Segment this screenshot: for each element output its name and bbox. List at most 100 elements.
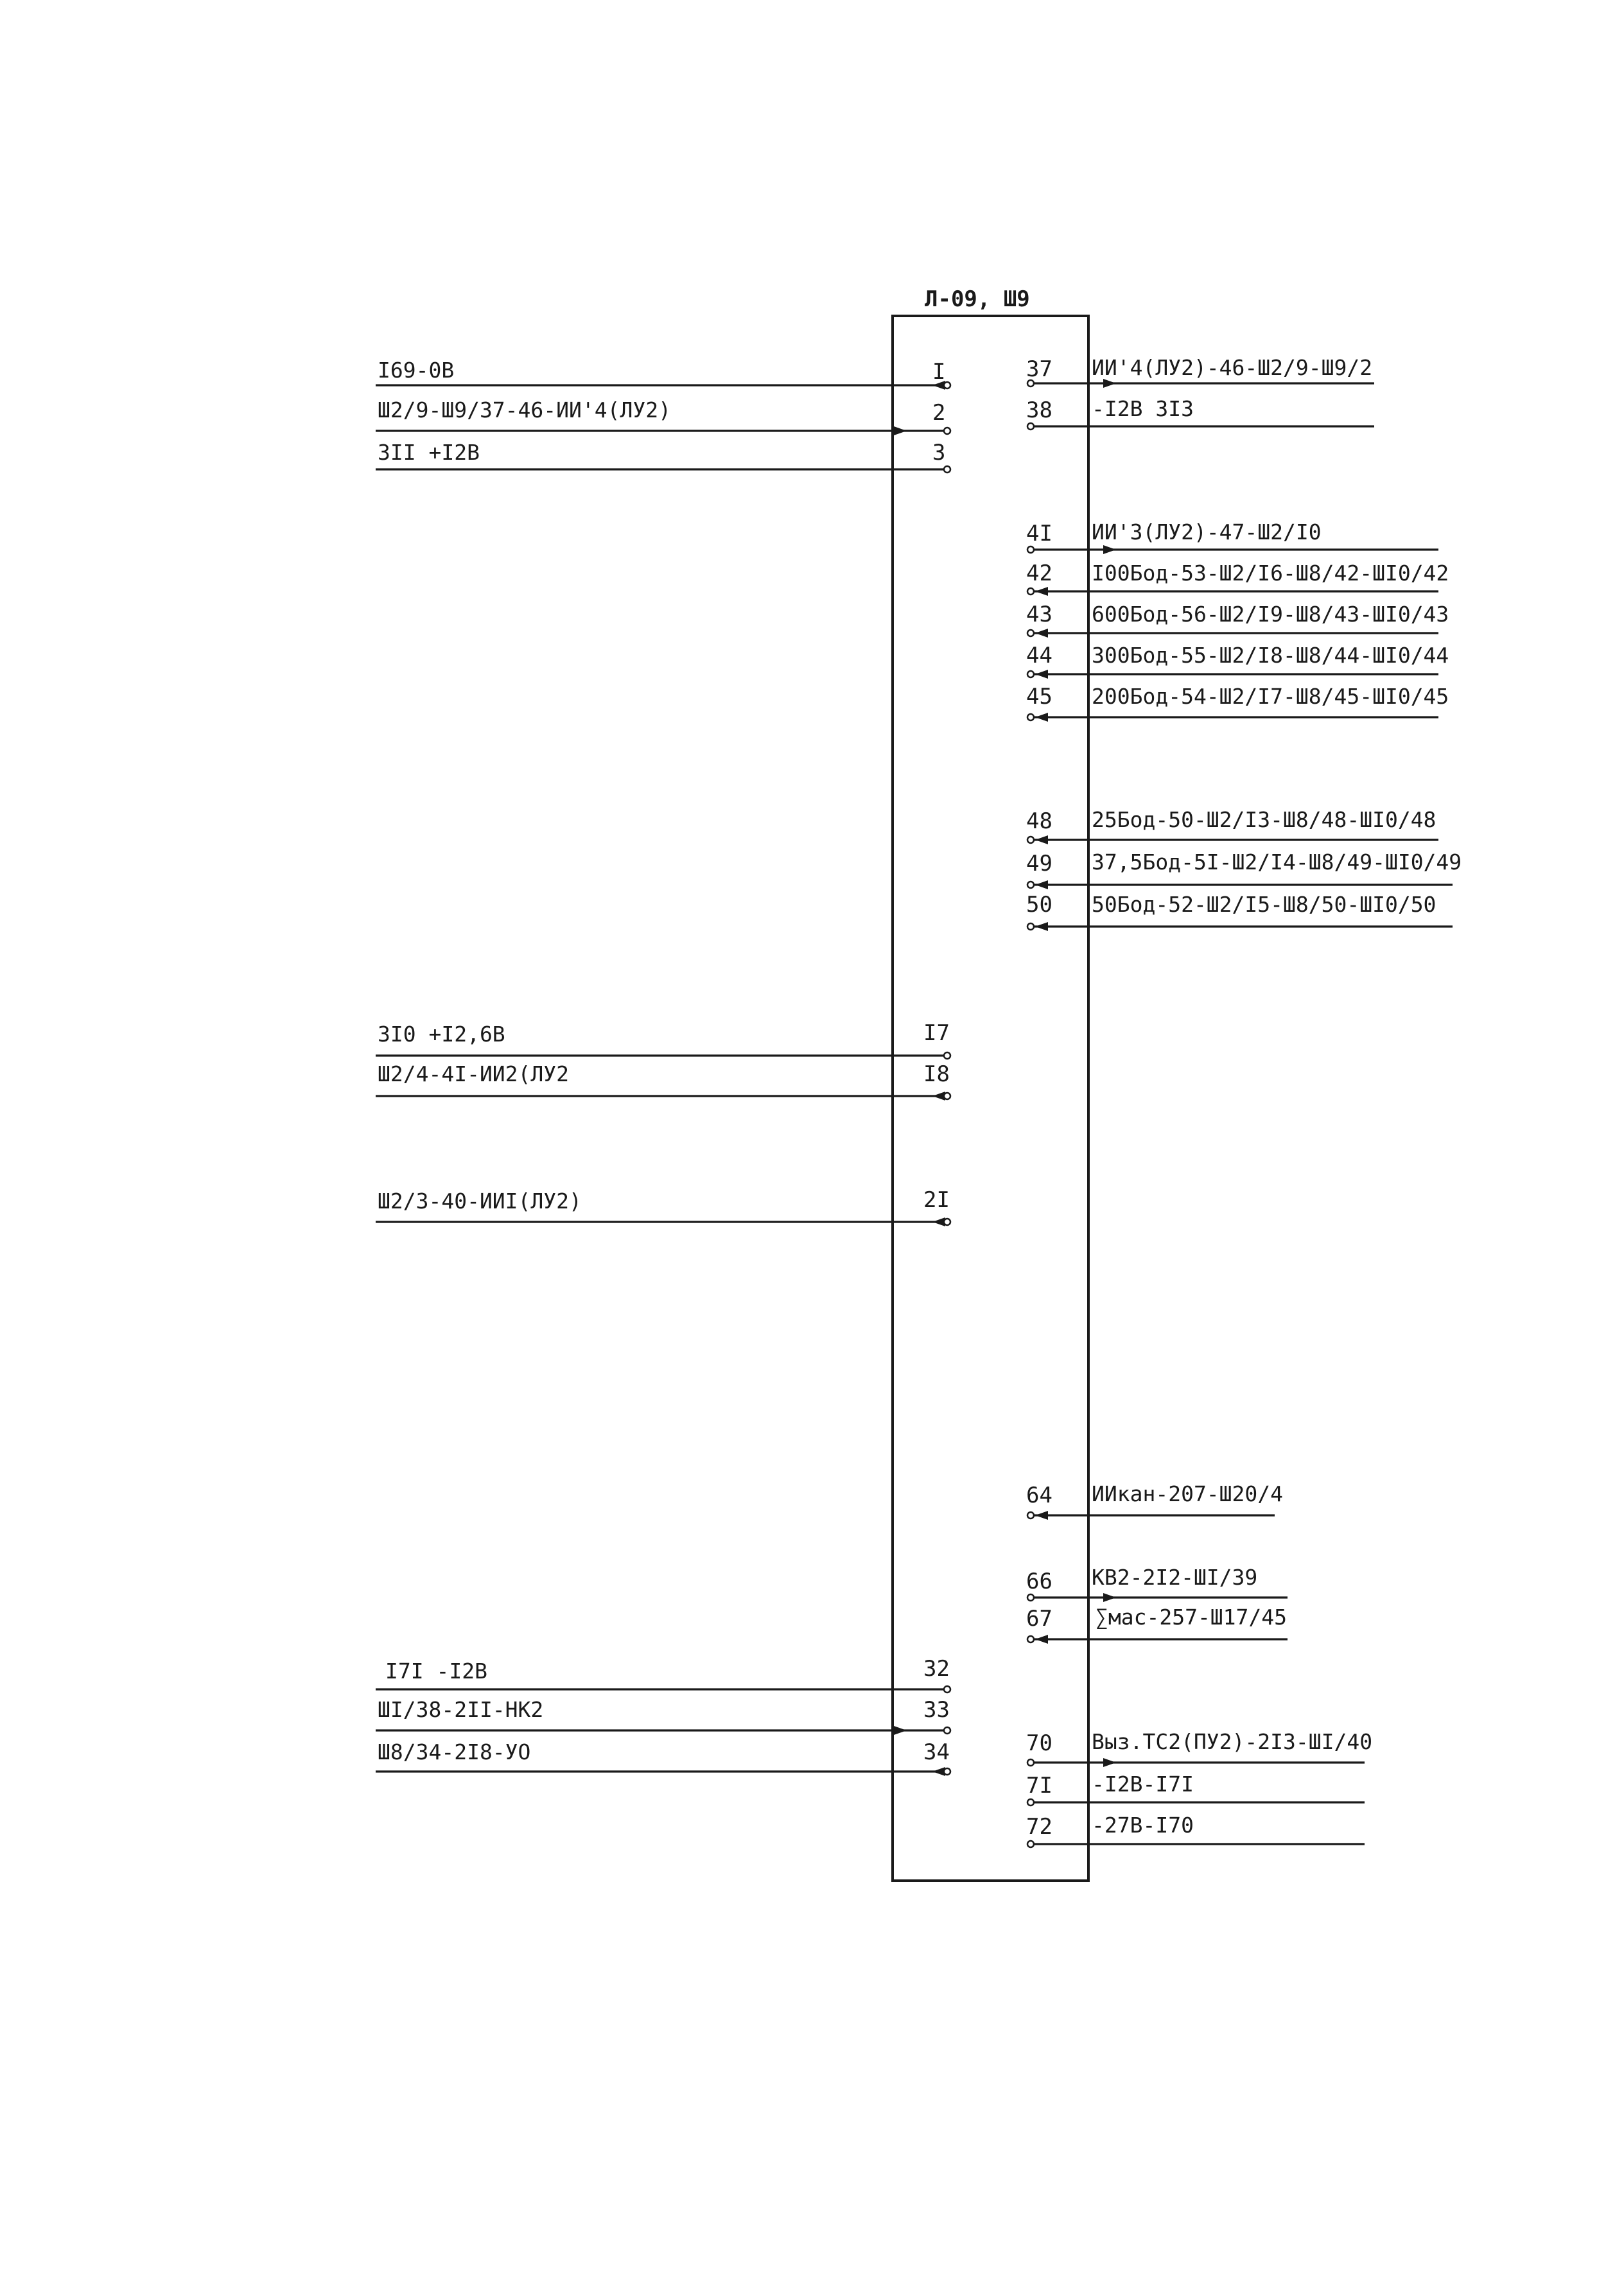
pin-number: 2: [932, 400, 945, 426]
terminal: [943, 426, 952, 435]
wire-label: 25Бод-50-Ш2/I3-Ш8/48-ШI0/48: [1092, 807, 1436, 832]
right-pin-row: 70 Выз.ТС2(ПУ2)-2I3-ШI/40: [1026, 1729, 1372, 1767]
pin-number: 43: [1026, 602, 1052, 627]
pin-number: 50: [1026, 892, 1052, 918]
pin-number: 32: [923, 1656, 950, 1682]
arrow-icon: [1103, 545, 1116, 554]
arrow-icon: [1035, 629, 1048, 638]
arrow-icon: [1035, 587, 1048, 596]
wire-label: ∑мас-257-Ш17/45: [1096, 1605, 1287, 1630]
right-pin-row: 72 -27B-I70: [1026, 1813, 1365, 1849]
right-pin-row: 7I -I2B-I7I: [1026, 1772, 1365, 1807]
pin-number: 37: [1026, 356, 1052, 382]
terminal: [1026, 1758, 1035, 1767]
arrow-icon: [1035, 880, 1048, 889]
terminal: [943, 1092, 952, 1101]
right-pin-group: 37 ИИ'4(ЛУ2)-46-Ш2/9-Ш9/2 38 -I2B 3I3 4I…: [1026, 355, 1462, 1849]
arrow-icon: [932, 381, 945, 390]
terminal: [943, 381, 952, 390]
connector-body: [891, 315, 1090, 1882]
pin-number: 34: [923, 1739, 950, 1765]
connector-title: Л-09, Ш9: [925, 286, 1030, 312]
left-pin-row: 3II +I2B 3: [376, 440, 952, 474]
terminal: [1026, 545, 1035, 554]
terminal: [1026, 422, 1035, 431]
wire-label: 37,5Бод-5I-Ш2/I4-Ш8/49-ШI0/49: [1092, 849, 1462, 875]
terminal: [1026, 922, 1035, 931]
wire-label: Выз.ТС2(ПУ2)-2I3-ШI/40: [1092, 1729, 1372, 1754]
right-pin-row: 64 ИИкан-207-Ш20/4: [1026, 1481, 1283, 1520]
terminal: [1026, 629, 1035, 638]
arrow-icon: [932, 1217, 945, 1226]
wire-label: -27B-I70: [1092, 1813, 1194, 1838]
wire-label: ИИ'4(ЛУ2)-46-Ш2/9-Ш9/2: [1092, 355, 1372, 380]
arrow-icon: [1103, 1758, 1116, 1767]
right-pin-row: 48 25Бод-50-Ш2/I3-Ш8/48-ШI0/48: [1026, 807, 1438, 844]
left-pin-row: Ш2/9-Ш9/37-46-ИИ'4(ЛУ2) 2: [376, 397, 952, 435]
wire-label: 3I0 +I2,6B: [378, 1022, 505, 1047]
terminal: [1026, 713, 1035, 722]
left-pin-group: I69-0B I Ш2/9-Ш9/37-46-ИИ'4(ЛУ2) 2 3II +…: [376, 358, 952, 1776]
right-pin-row: 42 I00Бод-53-Ш2/I6-Ш8/42-ШI0/42: [1026, 561, 1449, 596]
arrow-icon: [1035, 670, 1048, 679]
terminal: [943, 1051, 952, 1060]
arrow-icon: [1035, 1635, 1048, 1644]
terminal: [1026, 379, 1035, 388]
pin-number: 4I: [1026, 521, 1052, 546]
terminal: [1026, 835, 1035, 844]
pin-number: 48: [1026, 808, 1052, 834]
left-pin-row: ШI/38-2II-НК2 33: [376, 1697, 952, 1735]
pin-number: I8: [923, 1061, 950, 1087]
terminal: [1026, 880, 1035, 889]
wire-label: I7I -I2B: [385, 1659, 487, 1684]
pin-number: 66: [1026, 1569, 1052, 1594]
terminal: [1026, 1593, 1035, 1602]
pin-number: 64: [1026, 1483, 1052, 1508]
terminal: [943, 1217, 952, 1226]
pin-number: 3: [932, 440, 945, 466]
right-pin-row: 43 600Бод-56-Ш2/I9-Ш8/43-ШI0/43: [1026, 602, 1449, 638]
pin-number: 7I: [1026, 1773, 1052, 1798]
arrow-icon: [894, 426, 907, 435]
wire-label: Ш8/34-2I8-УО: [378, 1739, 530, 1764]
pin-number: 2I: [923, 1187, 950, 1213]
right-pin-row: 38 -I2B 3I3: [1026, 396, 1374, 431]
right-pin-row: 66 КВ2-2I2-ШI/39: [1026, 1565, 1288, 1602]
terminal: [1026, 1798, 1035, 1807]
terminal: [943, 1726, 952, 1735]
wire-label: ШI/38-2II-НК2: [378, 1697, 543, 1722]
wire-label: 50Бод-52-Ш2/I5-Ш8/50-ШI0/50: [1092, 892, 1436, 917]
left-pin-row: Ш2/3-40-ИИI(ЛУ2) 2I: [376, 1187, 952, 1226]
wire-label: I00Бод-53-Ш2/I6-Ш8/42-ШI0/42: [1092, 561, 1449, 586]
right-pin-row: 49 37,5Бод-5I-Ш2/I4-Ш8/49-ШI0/49: [1026, 849, 1462, 889]
arrow-icon: [932, 1767, 945, 1776]
right-pin-row: 44 300Бод-55-Ш2/I8-Ш8/44-ШI0/44: [1026, 643, 1449, 679]
wire-label: Ш2/3-40-ИИI(ЛУ2): [378, 1189, 582, 1214]
terminal: [1026, 1635, 1035, 1644]
terminal: [1026, 587, 1035, 596]
wire-label: ИИкан-207-Ш20/4: [1092, 1481, 1283, 1506]
wire-label: КВ2-2I2-ШI/39: [1092, 1565, 1257, 1590]
terminal: [1026, 1840, 1035, 1849]
terminal: [943, 1767, 952, 1776]
pin-number: 38: [1026, 397, 1052, 423]
pin-number: 45: [1026, 684, 1052, 710]
wire-label: 600Бод-56-Ш2/I9-Ш8/43-ШI0/43: [1092, 602, 1449, 627]
terminal: [1026, 1511, 1035, 1520]
terminal: [943, 1685, 952, 1694]
right-pin-row: 4I ИИ'3(ЛУ2)-47-Ш2/I0: [1026, 519, 1438, 554]
right-pin-row: 50 50Бод-52-Ш2/I5-Ш8/50-ШI0/50: [1026, 892, 1453, 931]
wire-label: Ш2/9-Ш9/37-46-ИИ'4(ЛУ2): [378, 397, 671, 422]
left-pin-row: I69-0B I: [376, 358, 952, 390]
right-pin-row: 67 ∑мас-257-Ш17/45: [1026, 1605, 1288, 1644]
wire-label: ИИ'3(ЛУ2)-47-Ш2/I0: [1092, 519, 1322, 544]
terminal: [943, 465, 952, 474]
arrow-icon: [1035, 713, 1048, 722]
arrow-icon: [1035, 922, 1048, 931]
pin-number: 67: [1026, 1606, 1052, 1632]
pin-number: 33: [923, 1697, 950, 1723]
pin-number: 42: [1026, 561, 1052, 586]
arrow-icon: [932, 1092, 945, 1101]
pin-number: 72: [1026, 1814, 1052, 1840]
